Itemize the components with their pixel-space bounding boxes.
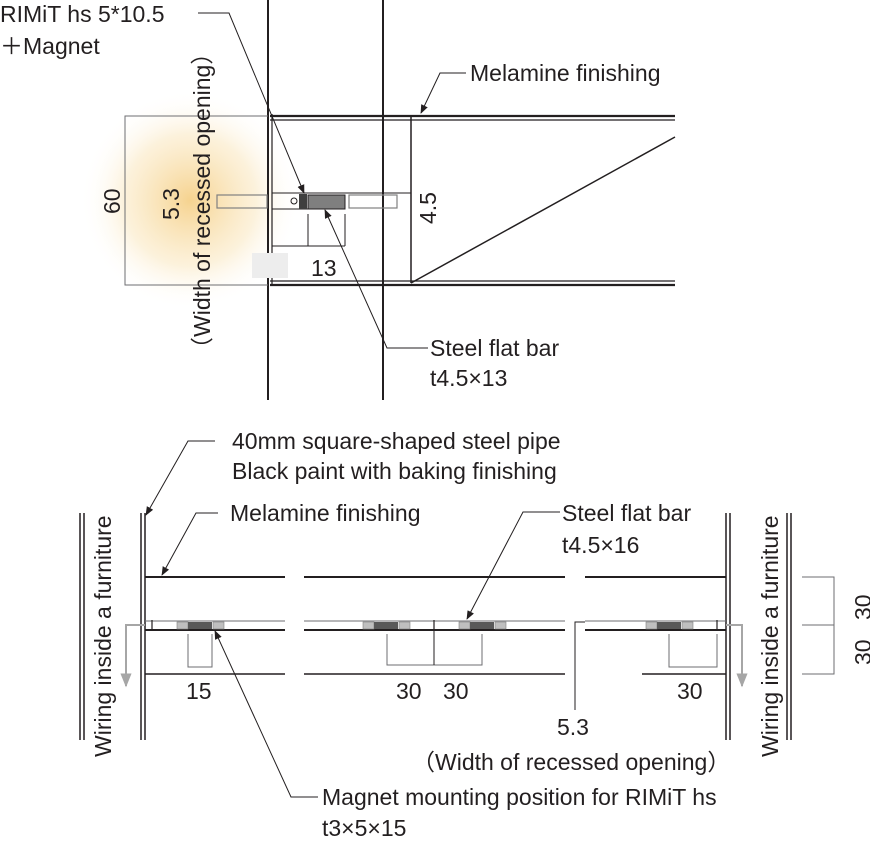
- top-section-detail: RIMiT hs 5*10.5 ＋Magnet Melamine finishi…: [0, 0, 676, 400]
- steel-flat-bar: [188, 622, 212, 629]
- magnet-label-line2: t3×5×15: [322, 815, 406, 841]
- rimit-leader: [198, 12, 305, 194]
- dim-5-3-bottom: 5.3: [557, 714, 589, 740]
- recess-note-bottom: （Width of recessed opening）: [412, 749, 730, 775]
- light-glow: [80, 90, 300, 310]
- magnet-label-line1: Magnet mounting position for RIMiT hs: [322, 784, 717, 810]
- steel-bar-leader-top: [324, 209, 428, 349]
- steel-bar-top-line2: t4.5×13: [430, 365, 507, 391]
- steel-bar-bottom-line2: t4.5×16: [562, 532, 639, 558]
- steel-bar-bottom-line1: Steel flat bar: [562, 500, 691, 526]
- dim-5-3-top: 5.3: [158, 188, 184, 220]
- placeholder-box: [252, 253, 288, 278]
- melamine-leader-bottom: [161, 512, 218, 576]
- dim-30-c: 30: [677, 678, 703, 704]
- wiring-label-right: Wiring inside a furniture: [757, 515, 783, 757]
- rimit-label-line1: RIMiT hs 5*10.5: [0, 1, 164, 27]
- melamine-label-bottom: Melamine finishing: [230, 500, 420, 526]
- steel-flat-bar: [374, 622, 398, 629]
- steel-flat-bar: [470, 622, 494, 629]
- melamine-label-top: Melamine finishing: [470, 60, 660, 86]
- pipe-label-line2: Black paint with baking finishing: [232, 458, 557, 484]
- rimit-body: [216, 194, 268, 209]
- panel-diagonal: [410, 136, 676, 284]
- dim-15: 15: [186, 678, 212, 704]
- dim-60: 60: [99, 188, 125, 214]
- steel-bar-top-line1: Steel flat bar: [430, 335, 559, 361]
- recess-note-top: （Width of recessed opening）: [189, 42, 215, 360]
- dim-4-5-top: 4.5: [415, 192, 441, 224]
- dim-60-box: [124, 115, 268, 286]
- dim-30-right-bottom: 30: [850, 639, 870, 665]
- wiring-arrow-left: [120, 624, 145, 688]
- wiring-arrow-right: [726, 624, 748, 688]
- steel-bar-leader-bottom: [466, 511, 560, 620]
- rimit-label-line2: ＋Magnet: [0, 33, 100, 59]
- dim-30-b: 30: [443, 678, 469, 704]
- pipe-label-line1: 40mm square-shaped steel pipe: [232, 428, 561, 454]
- dim-13: 13: [311, 255, 337, 281]
- wiring-label-left: Wiring inside a furniture: [90, 515, 116, 757]
- steel-flat-bar: [657, 622, 681, 629]
- pipe-leader: [145, 440, 215, 516]
- dim-30-right-top: 30: [850, 594, 870, 620]
- bottom-plan-detail: 40mm square-shaped steel pipe Black pain…: [79, 428, 870, 841]
- steel-flat-bar: [307, 194, 346, 210]
- melamine-leader-top: [420, 72, 466, 114]
- dim-30-a: 30: [396, 678, 422, 704]
- screw-icon: [290, 197, 298, 205]
- magnet-leader: [214, 630, 318, 798]
- magnet: [299, 194, 307, 209]
